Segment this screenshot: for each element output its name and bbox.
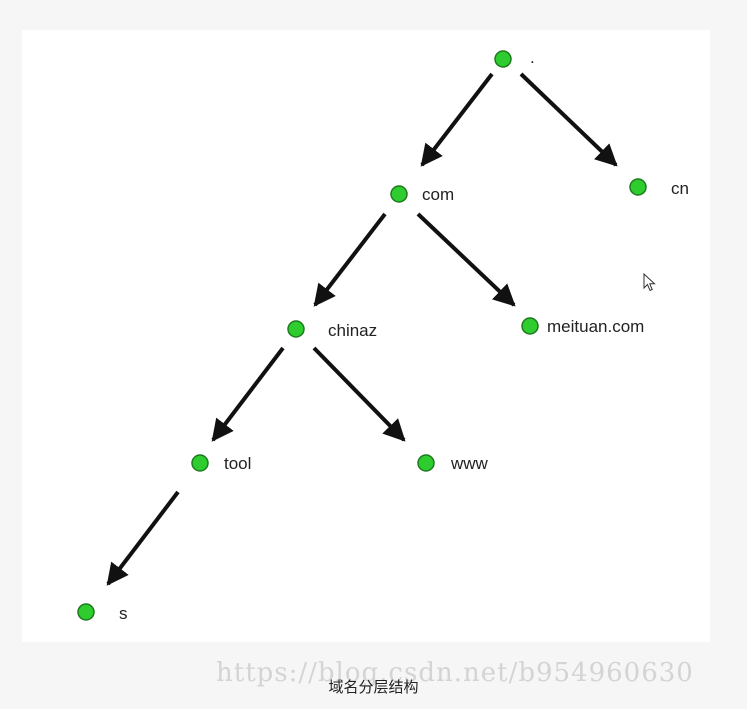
- tree-nodes: . com cn chinaz meituan.com tool www s: [77, 48, 689, 623]
- edge-com-to-meituan: [416, 212, 516, 307]
- edge-chinaz-to-www: [312, 346, 406, 442]
- mouse-cursor-icon: [643, 273, 656, 292]
- diagram-canvas: [22, 30, 710, 642]
- node-tool-label: tool: [224, 454, 251, 473]
- watermark-url: https://blog.csdn.net/b954960630: [216, 658, 694, 688]
- node-cn-label: cn: [671, 179, 689, 198]
- edge-com-to-chinaz: [313, 212, 387, 307]
- edge-chinaz-to-tool: [211, 346, 285, 442]
- node-com-dot: [390, 185, 408, 203]
- node-www-dot: [417, 454, 435, 472]
- node-cn-dot: [629, 178, 647, 196]
- edge-tool-to-s: [106, 490, 180, 586]
- node-chinaz-dot: [287, 320, 305, 338]
- node-s-dot: [77, 603, 95, 621]
- node-root-dot: [494, 50, 512, 68]
- node-com-label: com: [422, 185, 454, 204]
- node-meituan-dot: [521, 317, 539, 335]
- tree-edges: [106, 72, 618, 586]
- node-s-label: s: [119, 604, 128, 623]
- diagram-caption: 域名分层结构: [328, 678, 419, 696]
- edge-root-to-com: [420, 72, 494, 167]
- node-www-label: www: [450, 454, 489, 473]
- node-meituan-label: meituan.com: [547, 317, 644, 336]
- node-chinaz-label: chinaz: [328, 321, 377, 340]
- node-tool-dot: [191, 454, 209, 472]
- edge-root-to-cn: [519, 72, 618, 167]
- node-root-label: .: [530, 48, 535, 67]
